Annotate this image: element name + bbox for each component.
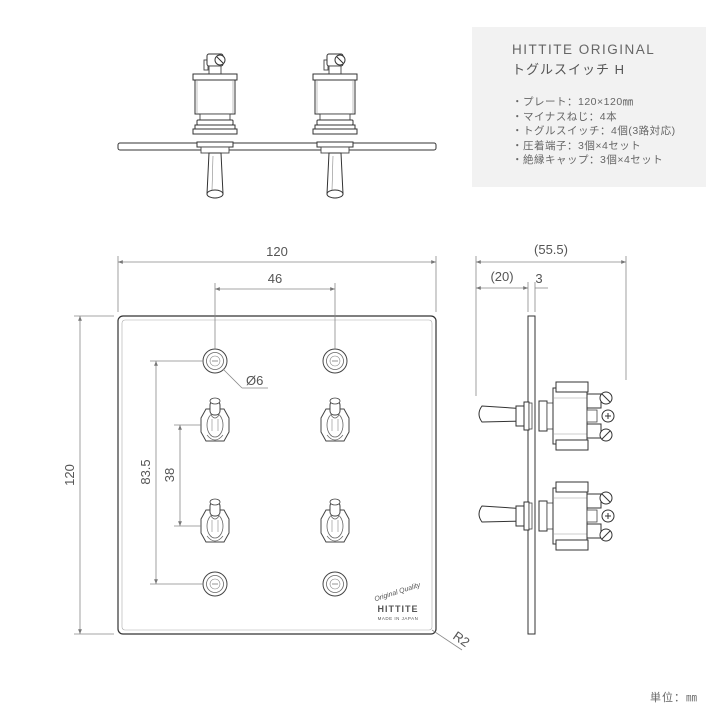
dim-total-depth-label: (55.5) — [534, 242, 568, 257]
brand-stamp-name: HITTITE — [378, 604, 419, 614]
dim-plate-thickness-label: 3 — [535, 271, 542, 286]
dim-lever-length-label: (20) — [490, 269, 513, 284]
side-view — [478, 315, 615, 635]
top-view — [117, 53, 437, 199]
dimension-lines — [74, 256, 627, 651]
spec-item: ・トグルスイッチ：4個(3路対応) — [512, 125, 676, 137]
dim-switch-pitch-label: 38 — [162, 468, 177, 482]
brand-stamp-origin: MADE IN JAPAN — [378, 616, 419, 621]
spec-item: ・絶縁キャップ：3個×4セット — [512, 154, 664, 166]
side-view-switch-top — [478, 381, 615, 451]
spec-item: ・圧着端子：3個×4セット — [512, 139, 642, 152]
dim-hole-spacing-label: 83.5 — [138, 459, 153, 484]
product-title: HITTITE ORIGINAL — [512, 42, 656, 57]
dim-height-label: 120 — [62, 464, 77, 486]
dim-switch-spacing-label: 46 — [268, 271, 282, 286]
spec-item: ・プレート：120×120㎜ — [512, 96, 634, 108]
spec-list: ・プレート：120×120㎜ ・マイナスねじ：4本 ・トグルスイッチ：4個(3路… — [512, 95, 676, 168]
unit-label: 単位：㎜ — [650, 692, 698, 704]
product-info-box: HITTITE ORIGINAL トグルスイッチ H ・プレート：120×120… — [472, 27, 706, 187]
product-subtitle: トグルスイッチ H — [512, 62, 626, 77]
screw-hole-bottom-left — [202, 571, 228, 597]
dim-width-label: 120 — [266, 244, 288, 259]
screw-hole-bottom-right — [322, 571, 348, 597]
dim-hole-diameter-label: Ø6 — [246, 373, 263, 388]
side-view-switch-bottom — [478, 481, 615, 551]
dim-corner-radius-label: R2 — [450, 628, 472, 650]
top-view-switch-left — [192, 53, 238, 199]
front-view: Original Quality HITTITE MADE IN JAPAN — [117, 315, 437, 635]
top-view-switch-right — [312, 53, 358, 199]
top-view-plate — [117, 142, 437, 151]
spec-item: ・マイナスねじ：4本 — [512, 110, 618, 123]
screw-hole-top-right — [322, 348, 348, 374]
front-plate — [117, 315, 437, 635]
side-view-plate — [527, 315, 536, 635]
